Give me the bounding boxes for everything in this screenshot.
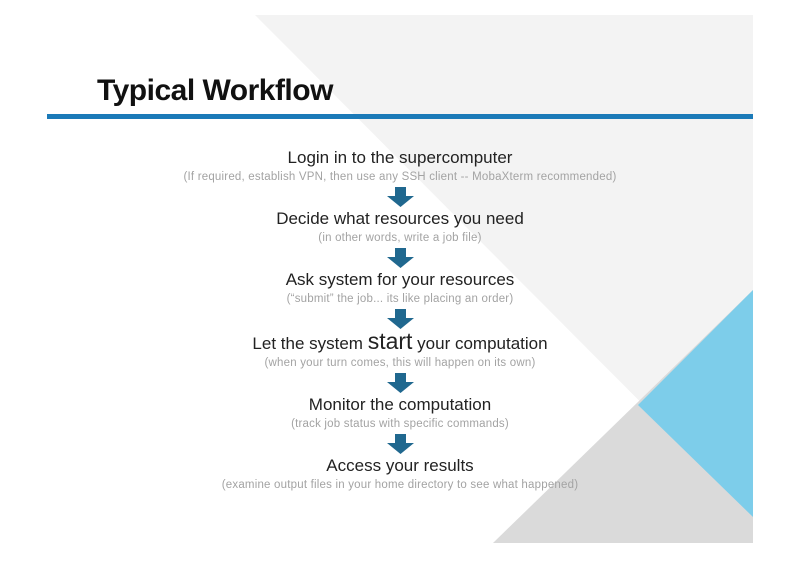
step-access-results: Access your results (examine output file… bbox=[0, 456, 800, 492]
step-ask-resources: Ask system for your resources (“submit” … bbox=[0, 270, 800, 306]
bg-blue-triangle bbox=[638, 290, 753, 517]
step-title: Login in to the supercomputer bbox=[287, 148, 513, 167]
step-decide-resources: Decide what resources you need (in other… bbox=[0, 209, 800, 245]
step-system-start: Let the system start your computation (w… bbox=[0, 328, 800, 370]
step-title: Monitor the computation bbox=[308, 395, 492, 414]
step-title-post: your computation bbox=[412, 334, 548, 353]
step-subtitle: (track job status with specific commands… bbox=[291, 418, 509, 430]
step-title: Let the system start your computation bbox=[0, 328, 800, 354]
step-monitor: Monitor the computation (track job statu… bbox=[0, 395, 800, 431]
step-subtitle: (If required, establish VPN, then use an… bbox=[183, 171, 617, 183]
down-arrow-icon bbox=[386, 373, 414, 393]
step-subtitle: (“submit” the job... its like placing an… bbox=[286, 293, 514, 305]
bg-light-gray-triangle bbox=[255, 15, 753, 515]
step-title: Access your results bbox=[326, 456, 474, 475]
step-subtitle: (when your turn comes, this will happen … bbox=[264, 357, 536, 369]
step-login: Login in to the supercomputer (If requir… bbox=[0, 148, 800, 184]
step-title: Ask system for your resources bbox=[285, 270, 515, 289]
step-subtitle: (examine output files in your home direc… bbox=[221, 479, 579, 491]
step-title-pre: Let the system bbox=[252, 334, 368, 353]
title-underline-rule bbox=[47, 114, 753, 119]
down-arrow-icon bbox=[386, 187, 414, 207]
down-arrow-icon bbox=[386, 309, 414, 329]
down-arrow-icon bbox=[386, 248, 414, 268]
down-arrow-icon bbox=[386, 434, 414, 454]
step-title: Decide what resources you need bbox=[276, 209, 524, 228]
step-title-emphasis: start bbox=[367, 328, 413, 354]
workflow-diagram: Login in to the supercomputer (If requir… bbox=[0, 148, 800, 492]
step-subtitle: (in other words, write a job file) bbox=[318, 232, 482, 244]
bg-dark-gray-triangle bbox=[493, 290, 753, 543]
page-title: Typical Workflow bbox=[97, 74, 333, 107]
